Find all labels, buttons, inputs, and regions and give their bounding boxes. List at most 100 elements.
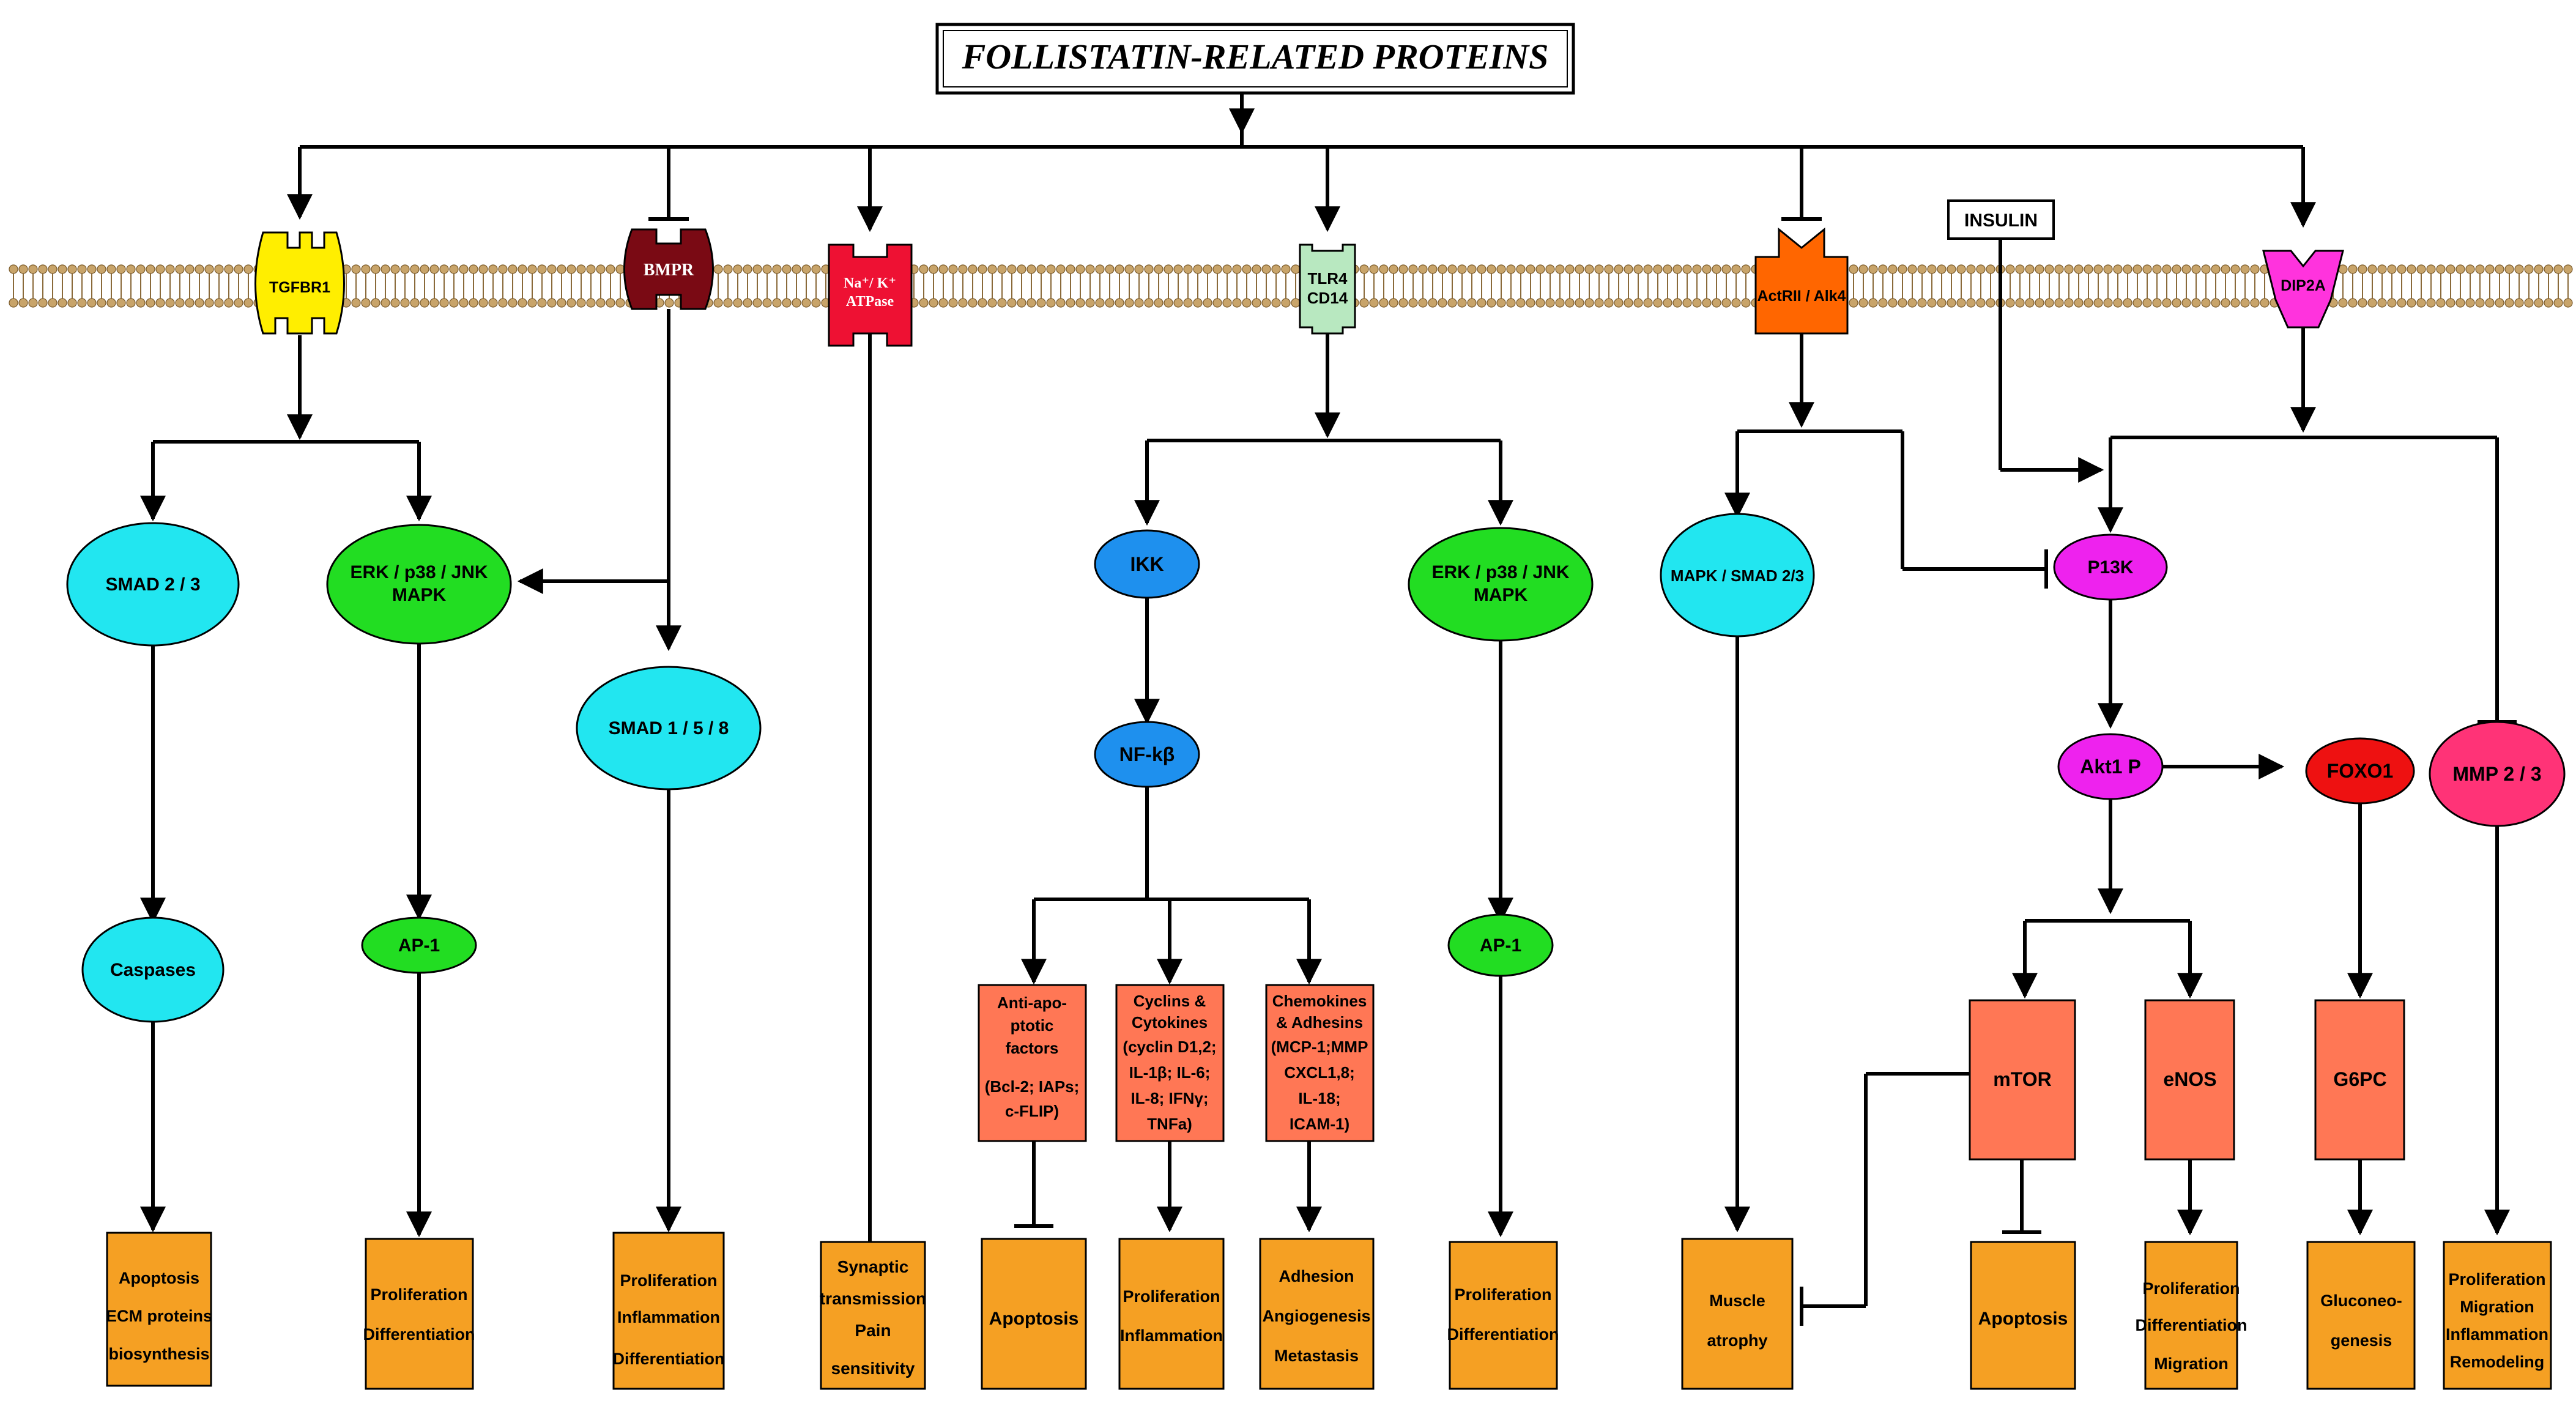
anti-apo-line-3: factors <box>1006 1039 1059 1057</box>
box-cyclins-cytokines: Cyclins & Cytokines (cyclin D1,2; IL-1β;… <box>1115 984 1225 1142</box>
page-title: FOLLISTATIN-RELATED PROTEINS <box>962 37 1549 76</box>
chemokines-line-1: Chemokines <box>1272 992 1367 1010</box>
cd14-label: CD14 <box>1307 289 1348 307</box>
box-enos: eNOS <box>2144 999 2235 1161</box>
box-mtor: mTOR <box>1969 999 2076 1161</box>
smad23-label: SMAD 2 / 3 <box>105 574 200 595</box>
o1-line-2: ECM proteins <box>106 1307 212 1325</box>
akt-label: Akt1 P <box>2080 756 2141 778</box>
o8-line-1: Proliferation <box>1454 1285 1551 1304</box>
erk2-label-2: MAPK <box>1474 585 1528 605</box>
outcome-proliferation-inflammation-differentiation: Proliferation Inflammation Differentiati… <box>612 1232 725 1390</box>
ap1-a-label: AP-1 <box>398 935 440 956</box>
tgfbr1-label: TGFBR1 <box>269 279 330 296</box>
receptor-na-k-atpase: Na⁺/ K⁺ ATPase <box>828 243 913 347</box>
actrii-label: ActRII / Alk4 <box>1758 288 1846 305</box>
cyclins-line-6: TNFa) <box>1147 1115 1192 1133</box>
mmp-label: MMP 2 / 3 <box>2452 763 2541 785</box>
anti-apo-line-5: c-FLIP) <box>1005 1102 1059 1120</box>
insulin-label: INSULIN <box>1964 210 2038 231</box>
chemokines-line-4: CXCL1,8; <box>1284 1063 1355 1082</box>
o4-line-4: sensitivity <box>831 1359 915 1378</box>
o4-line-1: Synaptic <box>837 1257 909 1276</box>
caspases-label: Caspases <box>110 960 196 980</box>
o9-line-2: atrophy <box>1707 1331 1767 1350</box>
o11-line-2: Differentiation <box>2135 1316 2247 1334</box>
outcome-proliferation-differentiation-1: Proliferation Differentiation <box>363 1238 475 1390</box>
outcome-muscle-atrophy: Muscle atrophy <box>1681 1238 1794 1390</box>
pi3k-label: P13K <box>2087 557 2133 578</box>
cyclins-line-2: Cytokines <box>1132 1013 1208 1032</box>
anti-apo-line-1: Anti-apo- <box>997 994 1067 1012</box>
node-caspases: Caspases <box>81 916 225 1023</box>
outcome-gluconeogenesis: Gluconeo- genesis <box>2306 1241 2416 1390</box>
anti-apo-line-4: (Bcl-2; IAPs; <box>985 1077 1080 1096</box>
anti-apo-line-2: ptotic <box>1011 1016 1054 1035</box>
tlr4-label: TLR4 <box>1308 269 1348 288</box>
foxo1-label: FOXO1 <box>2327 760 2393 782</box>
node-smad23: SMAD 2 / 3 <box>66 522 240 647</box>
o7-line-1: Adhesion <box>1279 1267 1354 1285</box>
o11-line-3: Migration <box>2154 1355 2229 1373</box>
o6-line-1: Proliferation <box>1123 1287 1220 1306</box>
title-box: FOLLISTATIN-RELATED PROTEINS <box>935 23 1575 95</box>
node-akt1p: Akt1 P <box>2057 733 2164 800</box>
chemokines-line-2: & Adhesins <box>1276 1013 1363 1032</box>
ap1-b-label: AP-1 <box>1480 935 1521 956</box>
receptor-actrii-alk4: ActRII / Alk4 <box>1754 227 1849 335</box>
chemokines-line-3: (MCP-1;MMP <box>1271 1038 1368 1056</box>
o13-line-2: Migration <box>2460 1298 2534 1316</box>
o12-line-2: genesis <box>2331 1331 2392 1350</box>
o13-line-4: Remodeling <box>2450 1353 2545 1371</box>
enos-label: eNOS <box>2163 1068 2216 1090</box>
o3-line-3: Differentiation <box>612 1350 724 1368</box>
receptor-bmpr: BMPR <box>623 228 714 310</box>
na-k-label-2: ATPase <box>846 294 894 310</box>
receptor-dip2a: DIP2A <box>2262 250 2344 329</box>
outcome-synaptic-pain: Synaptic transmission Pain sensitivity <box>820 1241 926 1390</box>
node-pi3k: P13K <box>2053 533 2168 601</box>
g6pc-label: G6PC <box>2333 1068 2386 1090</box>
o3-line-1: Proliferation <box>620 1271 717 1290</box>
o4-line-3: Pain <box>855 1321 891 1340</box>
box-chemokines-adhesins: Chemokines & Adhesins (MCP-1;MMP CXCL1,8… <box>1265 984 1375 1142</box>
dip2a-label: DIP2A <box>2281 277 2326 294</box>
outcome-proliferation-migration-remodeling: Proliferation Migration Inflammation Rem… <box>2443 1241 2552 1390</box>
o9-line-1: Muscle <box>1709 1292 1765 1310</box>
o12-line-1: Gluconeo- <box>2320 1292 2402 1310</box>
cyclins-line-4: IL-1β; IL-6; <box>1129 1063 1211 1082</box>
o10-line-1: Apoptosis <box>1978 1309 2068 1329</box>
na-k-label-1: Na⁺/ K⁺ <box>844 275 896 291</box>
o13-line-1: Proliferation <box>2448 1270 2545 1288</box>
o11-line-1: Proliferation <box>2142 1279 2240 1298</box>
o3-line-2: Inflammation <box>617 1308 720 1326</box>
node-ikk: IKK <box>1094 529 1200 599</box>
receptor-tlr4-cd14: TLR4 CD14 <box>1299 243 1356 335</box>
outcome-proliferation-inflammation: Proliferation Inflammation <box>1118 1238 1225 1390</box>
o1-line-3: biosynthesis <box>108 1345 209 1363</box>
node-erk-mapk-2: ERK / p38 / JNK MAPK <box>1408 527 1594 642</box>
o7-line-2: Angiogenesis <box>1262 1307 1370 1325</box>
receptor-tgfbr1: TGFBR1 <box>254 231 345 335</box>
mapk-smad-label: MAPK / SMAD 2/3 <box>1671 567 1804 585</box>
box-anti-apoptotic: Anti-apo- ptotic factors (Bcl-2; IAPs; c… <box>978 984 1087 1142</box>
o2-line-1: Proliferation <box>370 1285 467 1304</box>
o8-line-2: Differentiation <box>1447 1325 1559 1344</box>
node-ap1-b: AP-1 <box>1447 913 1554 977</box>
nfkb-label: NF-kβ <box>1119 743 1175 765</box>
chemokines-line-6: ICAM-1) <box>1290 1115 1349 1133</box>
node-erk-mapk-1: ERK / p38 / JNK MAPK <box>326 524 512 645</box>
node-mapk-smad23: MAPK / SMAD 2/3 <box>1660 513 1815 638</box>
node-nfkb: NF-kβ <box>1094 721 1200 788</box>
node-foxo1: FOXO1 <box>2305 737 2415 805</box>
o4-line-2: transmission <box>820 1289 926 1308</box>
outcome-adhesion-angiogenesis: Adhesion Angiogenesis Metastasis <box>1259 1238 1375 1390</box>
o13-line-3: Inflammation <box>2446 1325 2548 1344</box>
erk1-label-1: ERK / p38 / JNK <box>350 562 488 582</box>
o1-line-1: Apoptosis <box>119 1269 199 1287</box>
node-ap1-a: AP-1 <box>361 916 477 974</box>
o6-line-2: Inflammation <box>1120 1326 1223 1345</box>
erk2-label-1: ERK / p38 / JNK <box>1431 562 1569 582</box>
outcome-apoptosis-ecm: Apoptosis ECM proteins biosynthesis <box>106 1232 212 1387</box>
